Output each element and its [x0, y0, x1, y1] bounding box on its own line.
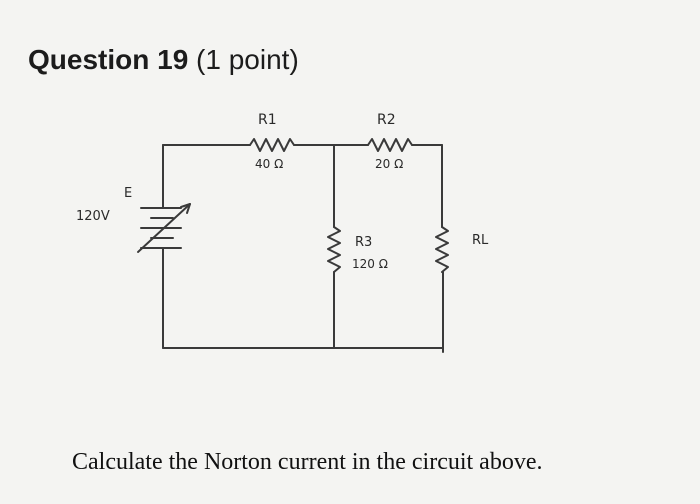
- question-number: Question 19: [28, 44, 189, 75]
- resistor-r3: [327, 226, 341, 273]
- r3-name: R3: [355, 235, 372, 250]
- r2-name: R2: [377, 112, 396, 128]
- question-points: (1 point): [196, 44, 299, 75]
- battery-variable-arrow: [137, 203, 191, 253]
- r3-value: 120 Ω: [352, 257, 388, 271]
- r1-name: R1: [258, 112, 277, 128]
- resistor-r1: [249, 138, 295, 152]
- resistor-r2: [367, 138, 413, 152]
- resistor-rl: [435, 226, 449, 273]
- rl-name: RL: [472, 233, 489, 248]
- battery-arrow-head: [180, 203, 191, 214]
- source-label: E: [124, 186, 132, 201]
- r1-value: 40 Ω: [255, 157, 283, 171]
- question-prompt: Calculate the Norton current in the circ…: [72, 449, 543, 475]
- r2-value: 20 Ω: [375, 157, 403, 171]
- source-value: 120V: [76, 209, 110, 224]
- question-title: Question 19 (1 point): [28, 44, 299, 76]
